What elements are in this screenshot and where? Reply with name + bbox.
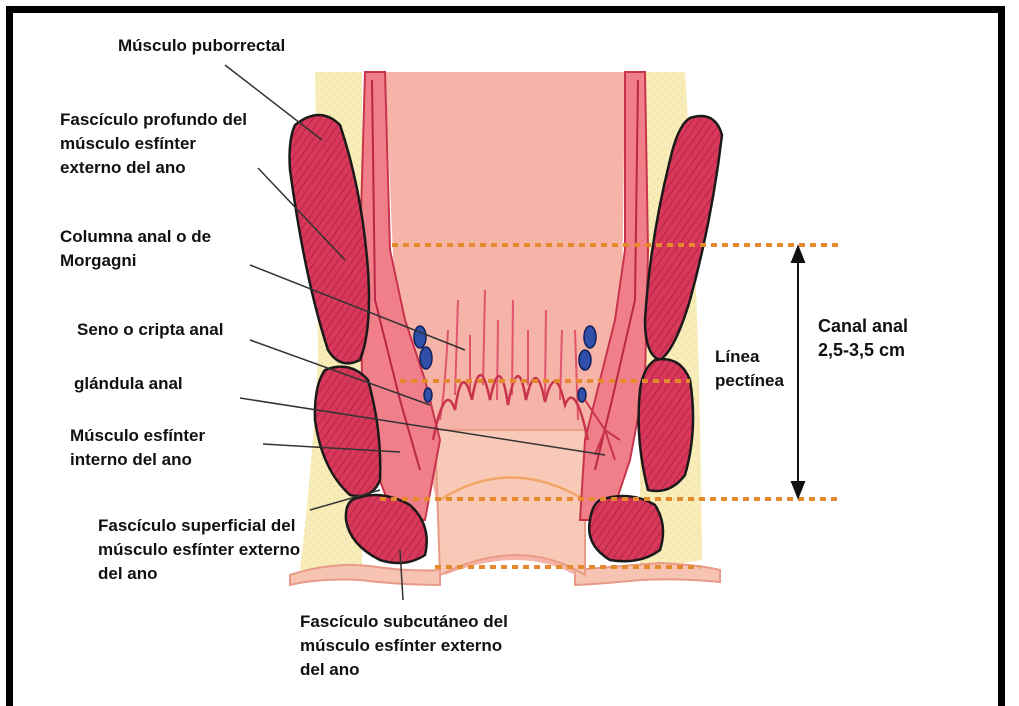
label-linea-pectinea: Línea pectínea [715, 345, 784, 393]
label-glandula-anal: glándula anal [74, 372, 183, 396]
subcutaneous-external-sphincter-right [589, 496, 663, 561]
canal-length-arrow [792, 247, 804, 497]
label-puborrectal: Músculo puborrectal [118, 34, 285, 58]
label-columna-anal: Columna anal o de Morgagni [60, 225, 211, 273]
label-esfinter-interno: Músculo esfínter interno del ano [70, 424, 205, 472]
label-fasciculo-subcutaneo: Fascículo subcutáneo del músculo esfínte… [300, 610, 508, 682]
label-fasciculo-profundo: Fascículo profundo del músculo esfínter … [60, 108, 247, 180]
perineal-skin [290, 565, 440, 585]
superficial-external-sphincter-right [639, 359, 693, 491]
label-canal-anal: Canal anal 2,5-3,5 cm [818, 314, 908, 362]
label-fasciculo-superficial: Fascículo superficial del músculo esfínt… [98, 514, 300, 586]
label-seno-cripta: Seno o cripta anal [77, 318, 223, 342]
anoderm [435, 430, 585, 575]
